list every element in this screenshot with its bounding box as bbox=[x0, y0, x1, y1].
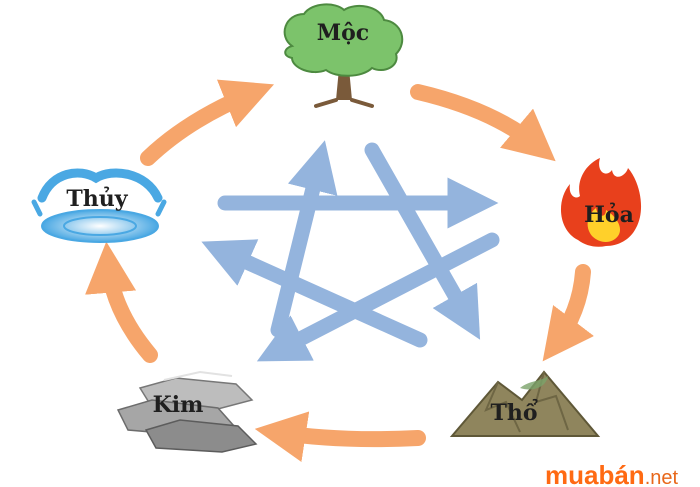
element-hoa: Hỏa bbox=[560, 158, 642, 247]
element-moc: Mộc bbox=[283, 3, 404, 108]
tree-icon bbox=[283, 3, 404, 108]
label-tho: Thổ bbox=[490, 398, 537, 426]
arrow-hoa-to-tho bbox=[542, 264, 594, 362]
generating-cycle bbox=[85, 79, 594, 462]
arrow-star-3 bbox=[256, 232, 500, 362]
arrow-kim-to-thuy bbox=[85, 241, 158, 363]
mountain-icon bbox=[449, 370, 601, 437]
fire-icon bbox=[560, 158, 642, 247]
label-hoa: Hỏa bbox=[584, 202, 634, 228]
watermark-main: muabán bbox=[545, 460, 645, 487]
watermark-logo: muabán.net bbox=[545, 460, 678, 487]
label-kim: Kim bbox=[153, 392, 204, 418]
arrow-star-4 bbox=[201, 239, 428, 348]
water-splash-icon bbox=[31, 168, 167, 243]
controlling-star bbox=[201, 140, 500, 362]
arrow-tho-to-kim bbox=[254, 411, 426, 462]
arrow-star-1 bbox=[270, 140, 338, 338]
arrow-star-2 bbox=[364, 142, 481, 340]
watermark: muabán.net bbox=[545, 460, 678, 487]
element-kim: Kim bbox=[116, 370, 258, 453]
metal-ingots-icon bbox=[116, 370, 258, 453]
arrow-moc-to-hoa bbox=[410, 84, 556, 162]
label-moc: Mộc bbox=[317, 20, 369, 46]
watermark-suffix: .net bbox=[645, 467, 679, 487]
arrow-thuy-to-moc bbox=[140, 79, 275, 166]
label-thuy: Thủy bbox=[66, 186, 128, 212]
element-thuy: Thủy bbox=[31, 168, 167, 243]
element-tho: Thổ bbox=[449, 370, 601, 437]
